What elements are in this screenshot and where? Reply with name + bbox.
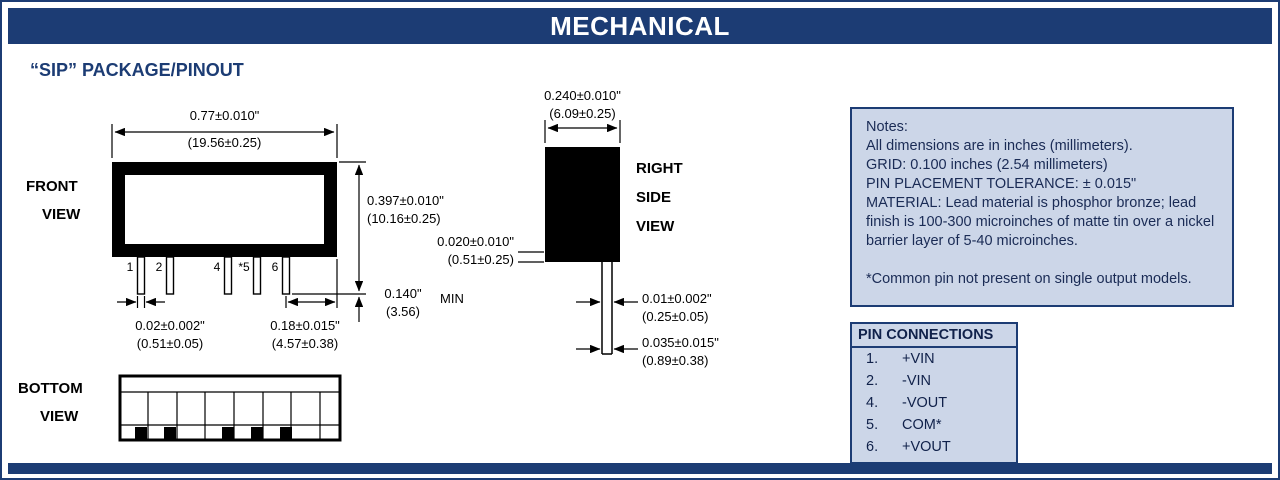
pin-connection-name: -VOUT [902,395,948,411]
right-side-view-drawing [518,120,638,355]
front-view-drawing [111,124,366,322]
pin-connection-number: 6. [866,439,879,455]
title-bar: MECHANICAL [8,8,1272,44]
dim-pin-width-mm: (0.51±0.05) [136,336,204,351]
dim-pin-length-mm: (3.56) [386,304,420,319]
right-side-view-label: RIGHT [636,160,683,177]
right-side-view-label: VIEW [636,218,675,235]
notes-line: MATERIAL: Lead material is phosphor bron… [866,195,1215,249]
pin-connection-name: +VIN [902,351,935,367]
pin-connections-title: PIN CONNECTIONS [852,324,1016,348]
pin-connection-row: 6. +VOUT [852,436,1016,462]
dim-front-width-mm: (19.56±0.25) [187,135,262,150]
notes-line: PIN PLACEMENT TOLERANCE: ± 0.015" [866,176,1137,192]
pin-connection-name: -VIN [902,373,931,389]
pin-number-4: 4 [213,260,221,274]
dim-lead-width-in: 0.035±0.015" [642,335,719,350]
pin-connection-number: 5. [866,417,879,433]
dim-pin-length-in: 0.140" [384,286,422,301]
pin-connection-row: 5. COM* [852,414,1016,436]
dim-side-width-mm: (6.09±0.25) [549,106,616,121]
pin-number-2: 2 [155,260,163,274]
page-title: MECHANICAL [550,10,730,41]
dim-front-height-in: 0.397±0.010" [367,193,444,208]
pin-connection-row: 4. -VOUT [852,392,1016,414]
dim-front-height-mm: (10.16±0.25) [367,211,441,226]
footer-bar [8,463,1272,474]
bottom-view-drawing [118,374,342,442]
pin-connection-row: 1. +VIN [852,348,1016,370]
dim-lead-thickness-in: 0.01±0.002" [642,291,712,306]
dim-pin-pitch-mm: (4.57±0.38) [271,336,339,351]
pin-number-5: *5 [238,260,250,274]
notes-spacer [866,251,1218,270]
dim-lead-thickness-mm: (0.25±0.05) [642,309,709,324]
pin-connections-table: PIN CONNECTIONS 1. +VIN 2. -VIN 4. -VOUT… [850,322,1018,464]
pin-connection-number: 1. [866,351,879,367]
dim-side-width-in: 0.240±0.010" [544,88,621,103]
notes-line: GRID: 0.100 inches (2.54 millimeters) [866,157,1108,173]
notes-line: All dimensions are in inches (millimeter… [866,138,1133,154]
notes-box: Notes: All dimensions are in inches (mil… [850,107,1234,307]
pin-number-1: 1 [126,260,134,274]
front-view-label: FRONT [26,178,78,195]
notes-footnote: *Common pin not present on single output… [866,271,1192,287]
front-view-label: VIEW [42,206,81,223]
dim-front-width-in: 0.77±0.010" [189,108,260,123]
bottom-view-label: BOTTOM [18,380,83,397]
pin-connection-name: +VOUT [902,439,951,455]
notes-title: Notes: [866,119,908,135]
dim-standoff-mm: (0.51±0.25) [447,252,514,267]
dim-pin-width-in: 0.02±0.002" [135,318,205,333]
right-side-view-label: SIDE [636,189,672,206]
pin-connection-name: COM* [902,417,942,433]
pin-connection-number: 2. [866,373,879,389]
pin-number-6: 6 [271,260,279,274]
pin-connection-number: 4. [866,395,879,411]
dim-lead-width-mm: (0.89±0.38) [642,353,709,368]
bottom-view-label: VIEW [40,408,79,425]
pin-connection-row: 2. -VIN [852,370,1016,392]
dim-standoff-in: 0.020±0.010" [437,234,514,249]
dim-pin-length-min: MIN [440,291,464,306]
dim-pin-pitch-in: 0.18±0.015" [270,318,340,333]
section-heading: “SIP” PACKAGE/PINOUT [30,60,244,80]
